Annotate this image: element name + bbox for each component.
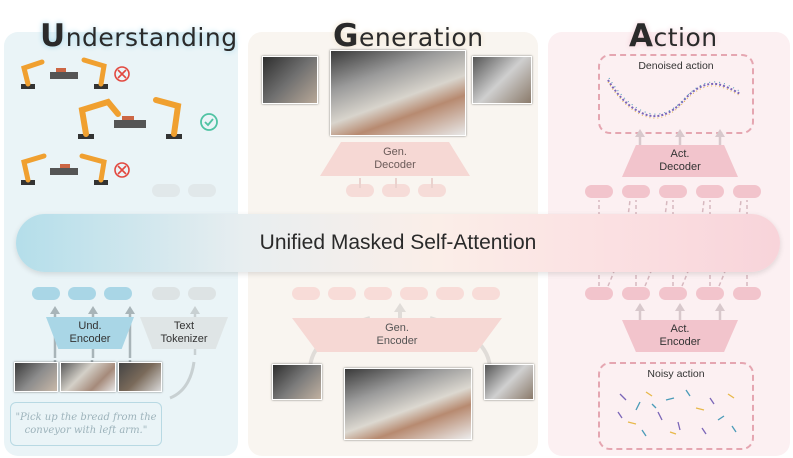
gen-input-frame-center [344,368,472,440]
robot-arms-illustration [21,57,218,185]
gen-output-frame-center [330,50,466,136]
cross-icon-2 [114,162,130,178]
denoised-action-box [598,54,754,134]
und-token [104,287,132,300]
act-token-upper [622,185,650,198]
noisy-action-box [598,362,754,450]
gen-input-frame-left [272,364,322,400]
unified-masked-self-attention-bar: Unified Masked Self-Attention [16,214,780,272]
gen-faded-token [382,184,410,197]
act-decoder: Act.Decoder [622,145,738,177]
gen-output-frame-right [472,56,532,104]
und-faded-token [188,184,216,197]
noisy-action-label: Noisy action [647,368,705,380]
gen-token [328,287,356,300]
gen-token [436,287,464,300]
act-token-lower [659,287,687,300]
denoised-trajectory [607,77,742,119]
gen-faded-token [346,184,374,197]
cross-icon-1 [114,66,130,82]
text-token [188,287,216,300]
und-input-frame-left [14,362,58,392]
text-token [152,287,180,300]
act-token-lower [622,287,650,300]
robot-arm-pair-3 [21,153,108,185]
gen-token [292,287,320,300]
action-title: Action [629,18,718,54]
instruction-text: "Pick up the bread from the conveyor wit… [10,402,162,446]
gen-token [400,287,428,300]
robot-arm-pair-2 [78,97,182,139]
und-input-frame-center [60,362,116,392]
gen-output-frame-left [262,56,318,104]
act-token-upper [659,185,687,198]
act-encoder: Act.Encoder [622,320,738,352]
noisy-action-scatter [617,389,737,437]
gen-token [364,287,392,300]
act-token-lower [696,287,724,300]
gen-input-frame-right [484,364,534,400]
und-encoder: Und.Encoder [46,317,134,349]
gen-token [472,287,500,300]
gen-faded-token [418,184,446,197]
act-token-upper [696,185,724,198]
gen-encoder: Gen.Encoder [292,318,502,352]
act-token-upper [733,185,761,198]
understanding-title: Understanding [40,18,238,54]
act-token-upper [585,185,613,198]
gen-decoder: Gen.Decoder [320,142,470,176]
und-input-frame-right [118,362,162,392]
denoised-action-label: Denoised action [638,60,714,72]
robot-arm-pair-1 [21,57,108,89]
und-arrows [50,306,200,400]
und-token [32,287,60,300]
check-icon [200,113,218,131]
und-token [68,287,96,300]
generation-title: Generation [333,18,484,54]
act-token-lower [585,287,613,300]
gen-decoder-arrows [359,178,433,188]
act-encoder-arrows [635,303,725,322]
act-token-lower [733,287,761,300]
unified-label: Unified Masked Self-Attention [259,231,537,254]
und-faded-token [152,184,180,197]
act-decoder-arrows-top [635,129,725,146]
